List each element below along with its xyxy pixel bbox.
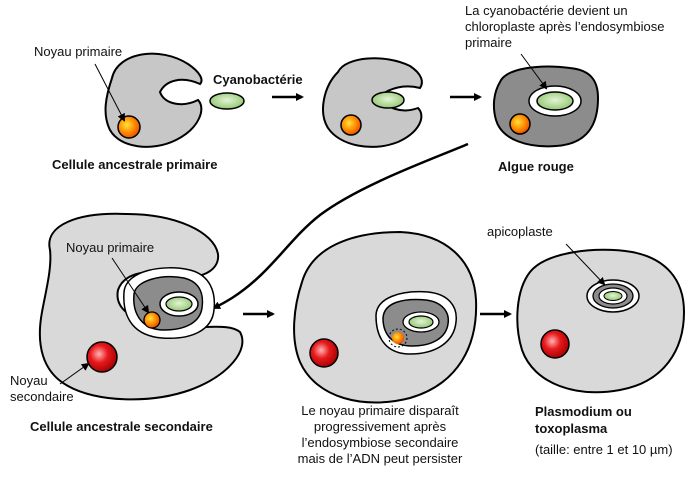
transition-cell (293, 230, 478, 404)
label-disparition-line3: l’endosymbiose secondaire (302, 435, 459, 450)
secondary-nucleus-2 (309, 338, 339, 368)
label-noyau-secondaire-line1: Noyau (10, 373, 48, 388)
curved-arrow (212, 142, 469, 310)
secondary-ancestral-cell (38, 212, 244, 401)
label-disparition-line1: Le noyau primaire disparaît (301, 403, 459, 418)
apicomplexan-cell (516, 248, 686, 394)
primary-nucleus-4 (143, 311, 161, 329)
label-taille: (taille: entre 1 et 10 µm) (535, 442, 673, 457)
primary-nucleus-2 (340, 114, 362, 136)
label-cellule-secondaire: Cellule ancestrale secondaire (30, 419, 213, 434)
secondary-nucleus-3 (540, 329, 570, 359)
chloroplast-secondary (165, 296, 193, 312)
cyanobacterium (209, 92, 245, 110)
label-chloroplaste-line3: primaire (465, 35, 512, 50)
label-cyanobacterie: Cyanobactérie (213, 72, 303, 87)
primary-ancestral-cell (104, 52, 203, 148)
label-noyau-secondaire-line2: secondaire (10, 389, 74, 404)
label-disparition-line4: mais de l’ADN peut persister (298, 451, 463, 466)
label-apicoplaste: apicoplaste (487, 224, 553, 239)
pointer-apicoplaste (565, 243, 606, 286)
label-noyau-primaire-1: Noyau primaire (34, 44, 122, 59)
pointer-noyau-secondaire (59, 362, 90, 385)
primary-nucleus-1 (117, 115, 141, 139)
red-alga (492, 65, 600, 148)
apicomplexan-body (516, 248, 686, 394)
label-disparition-line2: progressivement après (314, 419, 447, 434)
label-noyau-primaire-2: Noyau primaire (66, 240, 154, 255)
secondary-nucleus-1 (86, 341, 118, 373)
primary-nucleus-3 (509, 113, 531, 135)
pointer-noyau-primaire-2 (111, 257, 150, 314)
chloroplast-transition (408, 315, 434, 329)
label-plasmodium-line1: Plasmodium ou (535, 404, 632, 419)
disappearing-nucleus (388, 328, 408, 348)
label-plasmodium-line2: toxoplasma (535, 421, 608, 436)
pointer-chloroplaste (520, 53, 548, 90)
label-chloroplaste-line2: chloroplaste après l’endosymbiose (465, 19, 664, 34)
label-algue-rouge: Algue rouge (498, 159, 574, 174)
engulfing-cell (322, 57, 423, 148)
apicoplast (603, 291, 623, 301)
pointer-noyau-primaire-1 (94, 63, 125, 122)
chloroplast (536, 91, 574, 111)
label-cellule-primaire: Cellule ancestrale primaire (52, 157, 217, 172)
label-chloroplaste-line1: La cyanobactérie devient un (465, 3, 628, 18)
engulfed-cyanobacterium (371, 91, 405, 109)
